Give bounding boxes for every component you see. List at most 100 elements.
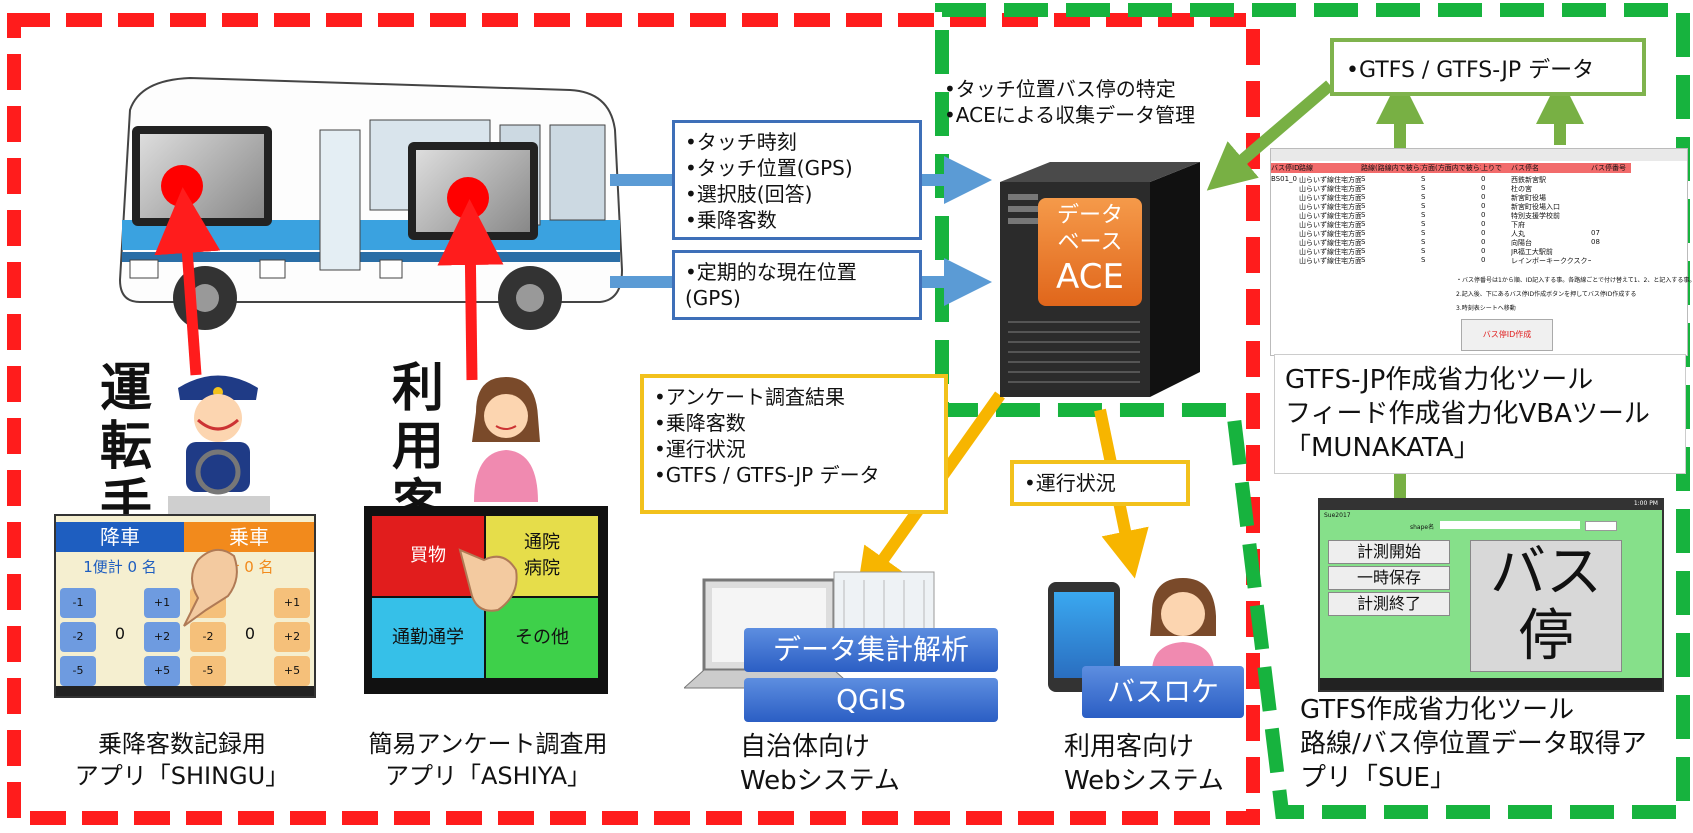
sheet-cell: バス停名 <box>1511 163 1591 173</box>
sue-busstop-line: バス <box>1490 540 1602 605</box>
sheet-cell: S <box>1421 247 1426 255</box>
red-dashed-region <box>7 13 1260 825</box>
pointing-hand-icon <box>183 549 238 627</box>
sue-pause-button[interactable]: 一時保存 <box>1328 566 1450 590</box>
create-busstop-id-button[interactable]: バス停ID作成 <box>1461 319 1553 351</box>
sheet-cell: 08 <box>1591 238 1600 246</box>
sheet-cell: 山らいず線住宅方面行 <box>1299 212 1361 220</box>
sheet-cell: S <box>1421 193 1426 201</box>
choice-hospital[interactable]: 通院 病院 <box>486 516 598 596</box>
shingu-app-screen: 降車 乗車 1便計 0 名 計 0 名 -1 -2 -5 0 +1 +2 +5 … <box>54 514 316 698</box>
munakata-caption-line: フィード作成省力化VBAツール <box>1285 399 1650 429</box>
sheet-cell: S <box>1421 175 1426 183</box>
sheet-cell: バス停ID <box>1271 163 1299 173</box>
database-ace-badge: データ ベース ACE <box>1038 198 1142 306</box>
board-plus2-button[interactable]: +2 <box>274 622 310 652</box>
bus-output-1-line: •タッチ位置(GPS) <box>685 156 853 180</box>
alight-plus2-button[interactable]: +2 <box>144 622 180 652</box>
db-label-line: ベース <box>1057 230 1123 255</box>
sheet-cell: S <box>1361 247 1366 255</box>
passenger-label-char: 用 <box>391 417 444 477</box>
municipal-data-line: •運行状況 <box>654 437 746 461</box>
arrow-gtfs-to-server <box>1206 80 1334 191</box>
sheet-cell: S <box>1421 202 1426 210</box>
bus-output-box-1: •タッチ時刻 •タッチ位置(GPS) •選択肢(回答) •乗降客数 <box>672 120 922 240</box>
db-label-line: データ <box>1056 203 1123 228</box>
tab-board[interactable]: 乗車 <box>184 522 314 552</box>
sheet-cell: 山らいず線住宅方面行 <box>1299 239 1361 247</box>
server-note: •タッチ位置バス停の特定 <box>944 77 1176 101</box>
sheet-cell: S <box>1361 220 1366 228</box>
board-plus1-button[interactable]: +1 <box>274 588 310 618</box>
sheet-note: 2.記入後、下にあるバス停ID作成ボタンを押してバス停ID作成する <box>1456 291 1637 298</box>
sue-caption-line: GTFS作成省力化ツール <box>1300 695 1575 725</box>
alight-plus1-button[interactable]: +1 <box>144 588 180 618</box>
municipal-data-line: •アンケート調査結果 <box>654 385 845 409</box>
choice-commute[interactable]: 通勤通学 <box>372 598 484 678</box>
sheet-cell: バス停番号 <box>1591 163 1631 173</box>
sue-shape-button[interactable] <box>1585 521 1617 531</box>
choice-other[interactable]: その他 <box>486 598 598 678</box>
shingu-caption-line: 乗降客数記録用 <box>98 730 266 758</box>
sue-busstop-button[interactable]: バス 停 <box>1470 540 1622 672</box>
munakata-caption-line: GTFS-JP作成省力化ツール <box>1285 365 1594 395</box>
sheet-cell: 山らいず線住宅方面行 <box>1299 185 1361 193</box>
shingu-caption: 乗降客数記録用 アプリ「SHINGU」 <box>72 728 292 792</box>
board-minus5-button[interactable]: -5 <box>190 656 226 686</box>
alight-minus5-button[interactable]: -5 <box>60 656 96 686</box>
alight-plus5-button[interactable]: +5 <box>144 656 180 686</box>
sheet-cell: 0 <box>1481 202 1486 210</box>
passenger-illustration <box>472 377 540 502</box>
sheet-cell: 0 <box>1481 220 1486 228</box>
passenger-caption-line: Webシステム <box>1064 766 1224 796</box>
sheet-cell: レインボーキーククスクール前 <box>1511 257 1591 265</box>
sheet-cell: BS01_0 <box>1271 175 1297 183</box>
alight-count: 1便計 0 名 <box>83 558 157 576</box>
sheet-cell: 山らいず線住宅方面行 <box>1299 248 1361 256</box>
driver-label: 運 転 手 <box>96 360 156 534</box>
data-analysis-button[interactable]: データ集計解析 <box>744 628 998 672</box>
ashiya-caption: 簡易アンケート調査用 アプリ「ASHIYA」 <box>358 728 618 792</box>
bus-output-1-line: •タッチ時刻 <box>685 130 797 154</box>
sheet-cell: 方面(方面内で被らない文字や数値) <box>1421 163 1481 173</box>
passenger-caption: 利用客向け Webシステム <box>1064 730 1224 798</box>
sue-shape-input[interactable] <box>1440 521 1580 529</box>
sheet-cell: 07 <box>1591 229 1600 237</box>
sheet-cell: 路線(路線内で被らない文字や数値) <box>1361 163 1421 173</box>
sheet-cell: S <box>1361 175 1366 183</box>
tab-alight[interactable]: 降車 <box>56 522 184 552</box>
munakata-spreadsheet: バス停ID路線路線(路線内で被らない文字や数値)方面(方面内で被らない文字や数値… <box>1270 148 1693 356</box>
touch-point-passenger <box>447 177 489 219</box>
sheet-cell: JR福工大駅前 <box>1511 248 1553 256</box>
sheet-cell: 杜の宮 <box>1511 185 1532 193</box>
sheet-cell: S <box>1361 184 1366 192</box>
server-note: •ACEによる収集データ管理 <box>944 103 1196 127</box>
municipal-caption-line: 自治体向け <box>740 732 871 762</box>
sheet-cell: 向陽台 <box>1511 239 1532 247</box>
sue-caption: GTFS作成省力化ツール 路線/バス停位置データ取得ア プリ「SUE」 <box>1300 693 1647 795</box>
sheet-cell: 0 <box>1481 175 1486 183</box>
board-plus5-button[interactable]: +5 <box>274 656 310 686</box>
sheet-cell: S <box>1361 193 1366 201</box>
alight-minus1-button[interactable]: -1 <box>60 588 96 618</box>
sheet-note: 3.時刻表シートへ移動 <box>1456 305 1516 312</box>
db-label-ace: ACE <box>1056 257 1124 297</box>
sheet-cell: 0 <box>1481 193 1486 201</box>
municipal-caption-line: Webシステム <box>740 766 900 796</box>
sue-end-button[interactable]: 計測終了 <box>1328 592 1450 616</box>
sheet-cell: S <box>1361 211 1366 219</box>
sheet-cell: 0 <box>1481 211 1486 219</box>
busloca-button[interactable]: バスロケ <box>1082 666 1244 718</box>
sheet-cell: S <box>1361 238 1366 246</box>
board-minus2-button[interactable]: -2 <box>190 622 226 652</box>
sue-shape-label: shape名 <box>1410 524 1435 531</box>
qgis-button[interactable]: QGIS <box>744 678 998 722</box>
sheet-cell: 上りで <box>1481 163 1511 173</box>
municipal-caption: 自治体向け Webシステム <box>740 730 900 798</box>
alight-minus2-button[interactable]: -2 <box>60 622 96 652</box>
bus-output-1-line: •乗降客数 <box>685 208 777 232</box>
sue-start-button[interactable]: 計測開始 <box>1328 540 1450 564</box>
server-notes: •タッチ位置バス停の特定 •ACEによる収集データ管理 <box>944 76 1195 128</box>
sheet-cell: 0 <box>1481 256 1486 264</box>
sheet-cell: 山らいず線住宅方面行 <box>1299 230 1361 238</box>
